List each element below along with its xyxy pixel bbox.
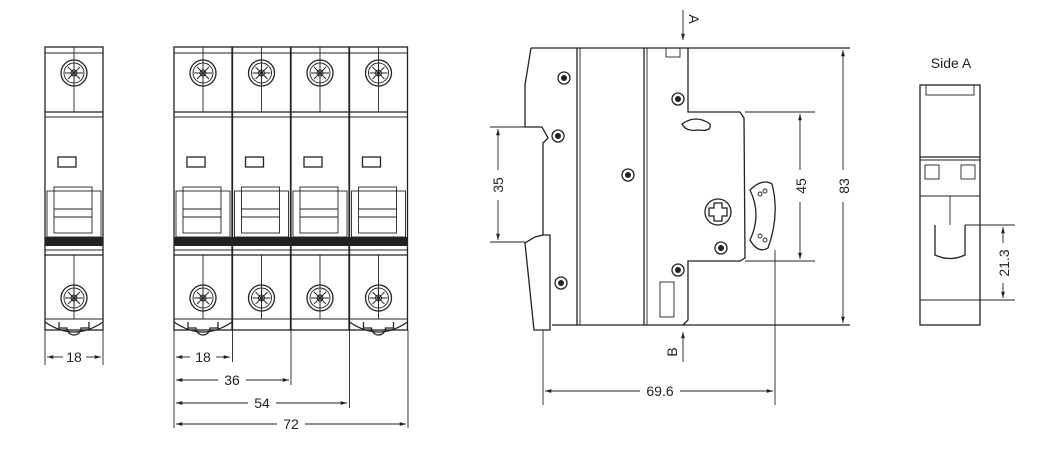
front-height-label: 45: [793, 178, 809, 194]
four-pole-width-label: 72: [283, 416, 299, 432]
view-label-a: A: [686, 14, 702, 24]
depth-label: 69.6: [646, 383, 673, 399]
side-a-view: Side A 21.3: [919, 55, 1015, 326]
view-label-b: B: [664, 347, 680, 356]
four-pole-front-view: 18 36 54 72: [173, 47, 409, 432]
side-a-clip-label: 21.3: [996, 249, 1012, 276]
front-height-dimension: 45: [745, 111, 815, 262]
single-pole-width-dimension: 18: [44, 318, 104, 365]
adjustment-screw-icon: [704, 198, 732, 226]
two-pole-width-label: 36: [224, 372, 240, 388]
depth-dimension: 69.6: [542, 250, 776, 405]
view-arrow-a: A: [681, 10, 702, 40]
four-pole-dimensions: 18 36 54 72: [173, 330, 409, 432]
three-pole-width-label: 54: [254, 395, 270, 411]
side-a-title: Side A: [931, 55, 972, 71]
rail-height-dimension: 35: [490, 126, 525, 243]
single-pole-front-view: 18: [44, 47, 104, 365]
overall-height-label: 83: [836, 178, 852, 194]
overall-height-dimension: 83: [836, 50, 852, 323]
side-a-clip-dimension: 21.3: [965, 224, 1015, 301]
rail-height-label: 35: [490, 177, 506, 193]
side-view: A B 35 45 83 6: [490, 10, 852, 405]
single-pole-width-label: 18: [66, 349, 82, 365]
view-arrow-b: B: [664, 332, 685, 362]
release-slot: [681, 118, 711, 132]
pole-width-label: 18: [195, 349, 211, 365]
